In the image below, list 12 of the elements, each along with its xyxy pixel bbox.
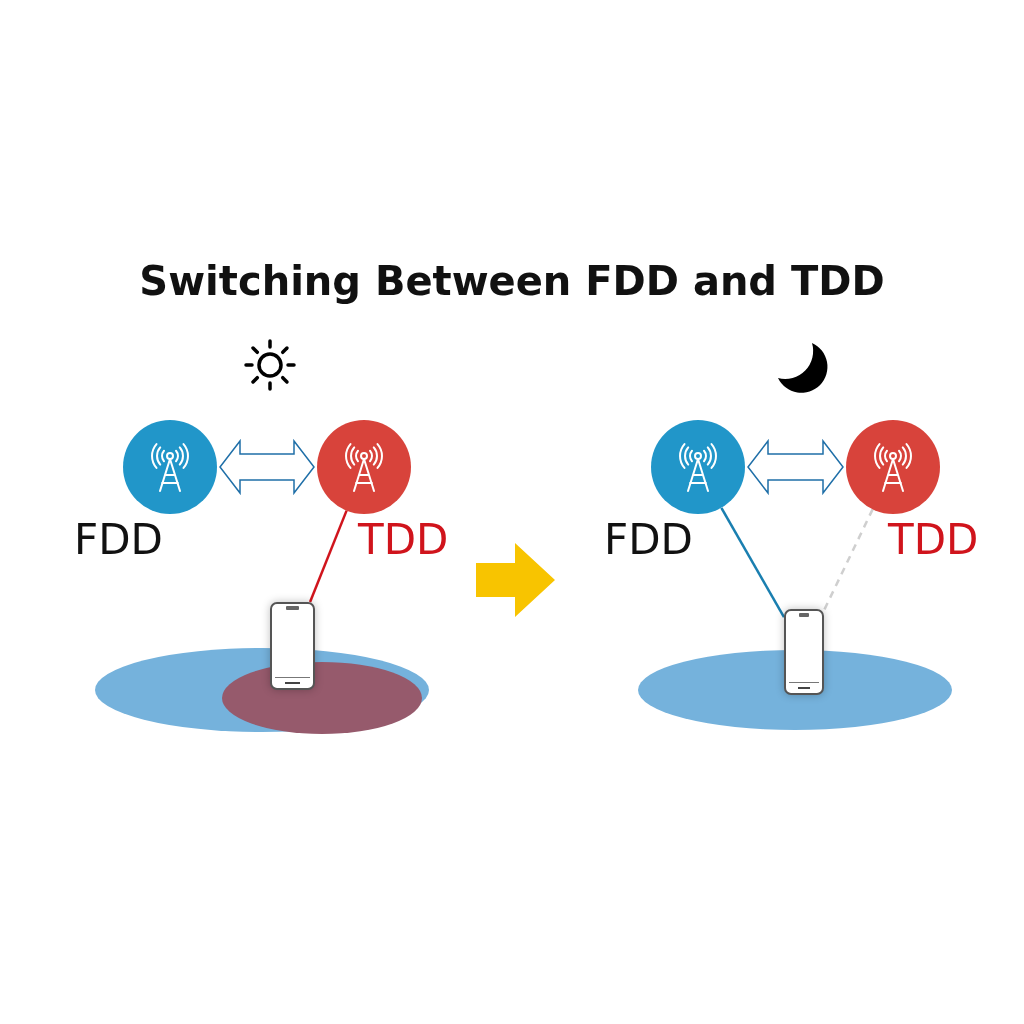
mode-label: TDD: [888, 515, 979, 564]
signal-link: [822, 508, 874, 611]
title: Switching Between FDD and TDD: [138, 258, 886, 304]
mode-label: TDD: [358, 515, 449, 564]
smartphone: [270, 602, 315, 690]
signal-link: [720, 507, 786, 618]
double-arrow: [747, 438, 844, 496]
smartphone: [784, 609, 824, 695]
mode-label: FDD: [604, 515, 693, 564]
signal-link: [308, 510, 348, 603]
mode-label: FDD: [74, 515, 163, 564]
double-arrow: [219, 438, 315, 496]
